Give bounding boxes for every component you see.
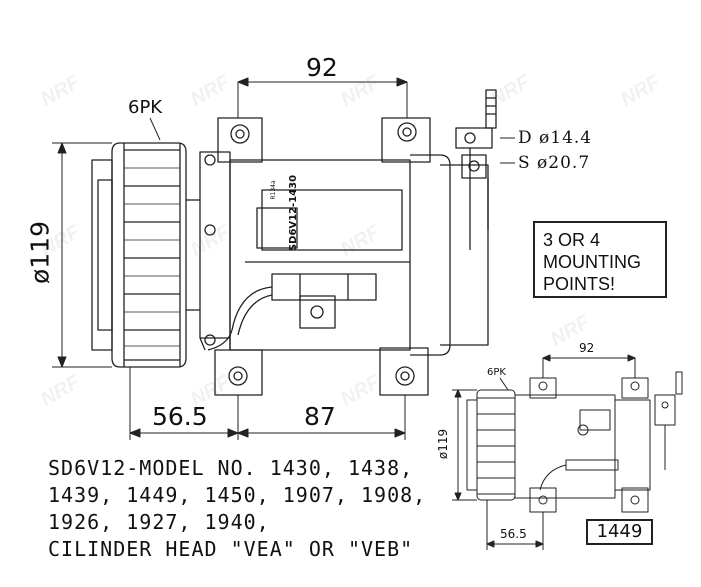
refrigerant-sticker: R134a: [270, 180, 277, 200]
mounting-ear-top-left: [217, 117, 263, 163]
model-list-line: 1439, 1449, 1450, 1907, 1908,: [48, 483, 427, 507]
model-list-line: CILINDER HEAD "VEA" OR "VEB": [48, 537, 414, 561]
inset-dim-pulley-diameter: ø119: [436, 428, 450, 460]
ac-ports: [455, 89, 497, 250]
dim-bottom-left: 56.5: [152, 402, 208, 431]
pulley: [91, 142, 200, 368]
inset-drawing: [452, 354, 683, 550]
mounting-ear-bottom-left: [214, 349, 263, 396]
discharge-port-spec: D ø14.4: [518, 128, 593, 148]
compressor-model-sticker: SD6V12-1430: [288, 174, 299, 252]
model-list: SD6V12-MODEL NO. 1430, 1438, 1439, 1449,…: [48, 455, 426, 563]
dim-pulley-grooves: 6PK: [128, 97, 163, 118]
note-line: 3 OR 4: [543, 230, 601, 250]
dim-pulley-diameter: ø119: [25, 221, 55, 285]
compressor-body: [199, 151, 489, 356]
model-list-line: SD6V12-MODEL NO. 1430, 1438,: [48, 456, 414, 480]
note-line: POINTS!: [543, 274, 616, 294]
dim-top-width: 92: [306, 53, 338, 82]
inset-model-tag: 1449: [586, 519, 653, 545]
inset-dim-pulley-grooves: 6PK: [487, 367, 506, 378]
dimension-lines: [52, 77, 515, 440]
model-list-line: 1926, 1927, 1940,: [48, 510, 270, 534]
inset-dim-bottom-left: 56.5: [500, 527, 527, 541]
suction-port-spec: S ø20.7: [518, 153, 591, 173]
mounting-points-note: 3 OR 4 MOUNTING POINTS!: [533, 221, 667, 298]
electrical-connector: [207, 273, 377, 351]
inset-dim-top-width: 92: [579, 341, 595, 355]
dim-bottom-right: 87: [304, 402, 336, 431]
mounting-ear-bottom-right: [379, 347, 429, 396]
mounting-ear-top-right: [381, 117, 431, 163]
note-line: MOUNTING: [543, 252, 641, 272]
